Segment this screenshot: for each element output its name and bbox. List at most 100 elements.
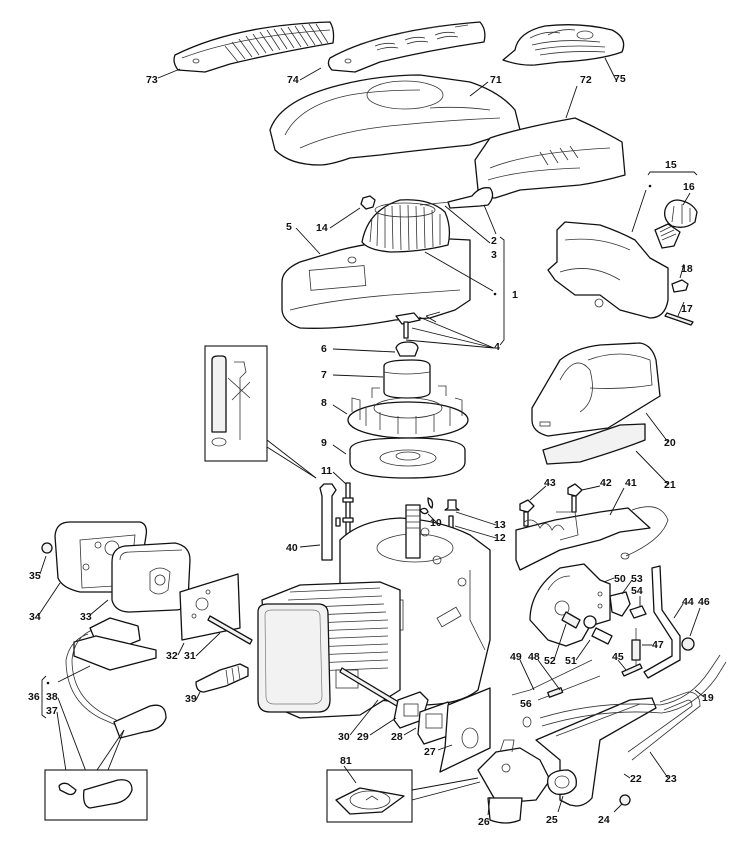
leader-23 bbox=[649, 751, 669, 779]
leader-12 bbox=[454, 525, 497, 539]
part-4-pawl-kit[interactable] bbox=[395, 312, 421, 339]
part-49-spring-rod[interactable] bbox=[511, 659, 593, 696]
part-7-starter-cup[interactable] bbox=[383, 359, 431, 399]
part-6-flywheel-nut[interactable] bbox=[395, 341, 419, 357]
label-27: 27 bbox=[424, 746, 436, 758]
part-39-spark-plug[interactable] bbox=[195, 663, 249, 693]
part-5-blower-housing[interactable] bbox=[281, 237, 471, 329]
leader-19 bbox=[694, 689, 705, 698]
label-31: 31 bbox=[184, 650, 196, 662]
part-45-bolt[interactable] bbox=[621, 663, 643, 677]
part-19-breather-tube[interactable] bbox=[539, 654, 727, 727]
leader-18 bbox=[679, 263, 685, 279]
leader-50 bbox=[603, 577, 615, 583]
part-9-flywheel[interactable] bbox=[349, 437, 466, 479]
part-23-hose[interactable] bbox=[627, 691, 701, 761]
label-50: 50 bbox=[614, 573, 626, 585]
part-14-nut[interactable] bbox=[360, 195, 376, 210]
leader-34 bbox=[37, 582, 61, 617]
leader-72 bbox=[565, 85, 578, 119]
label-6: 6 bbox=[321, 343, 327, 355]
part-15-fuel-tank[interactable] bbox=[547, 221, 669, 319]
part-75-round-cover[interactable] bbox=[502, 24, 625, 66]
label-22: 22 bbox=[630, 773, 642, 785]
part-18-screw[interactable] bbox=[671, 279, 689, 293]
part-17-pin[interactable] bbox=[664, 312, 694, 326]
part-15-filler-neck[interactable] bbox=[654, 223, 681, 249]
part-20-air-filter-cover[interactable] bbox=[531, 342, 661, 437]
leader-5 bbox=[295, 227, 321, 255]
label-28: 28 bbox=[391, 731, 403, 743]
part-54-screw[interactable] bbox=[629, 605, 647, 619]
label-56: 56 bbox=[520, 698, 532, 710]
label-12: 12 bbox=[494, 532, 506, 544]
leader-26 bbox=[487, 796, 491, 816]
part-16-fuel-cap[interactable] bbox=[664, 199, 698, 228]
leader-13 bbox=[455, 511, 497, 526]
asterisk-36 bbox=[46, 681, 50, 685]
part-51-screw[interactable] bbox=[583, 615, 613, 645]
part-33-muffler[interactable] bbox=[111, 542, 191, 613]
part-25-gasket[interactable] bbox=[547, 769, 577, 795]
part-27-heat-shield[interactable] bbox=[439, 687, 491, 773]
bracket-36 bbox=[41, 675, 47, 719]
asterisk-1 bbox=[493, 292, 497, 296]
part-46-nut[interactable] bbox=[681, 637, 695, 651]
part-38-plug-cap[interactable] bbox=[113, 704, 167, 739]
label-1: 1 bbox=[512, 289, 518, 301]
leader-41 bbox=[609, 487, 625, 516]
part-42-screw[interactable] bbox=[567, 483, 583, 513]
inset-plug-cap-detail bbox=[44, 769, 148, 821]
part-24-nut[interactable] bbox=[619, 794, 631, 806]
leader-75 bbox=[604, 57, 617, 81]
label-47: 47 bbox=[652, 639, 664, 651]
part-1-recoil-starter[interactable] bbox=[361, 199, 451, 253]
leader-35 bbox=[39, 555, 47, 575]
part-8-fan[interactable] bbox=[347, 385, 469, 439]
part-21-air-filter-element[interactable] bbox=[542, 423, 646, 465]
part-13-spacer[interactable] bbox=[444, 499, 460, 511]
part-40-oil-filler-tube[interactable] bbox=[319, 483, 341, 561]
label-2: 2 bbox=[491, 235, 497, 247]
leader-27 bbox=[437, 744, 453, 751]
leader-38 bbox=[57, 697, 91, 783]
label-10: 10 bbox=[430, 517, 442, 529]
label-16: 16 bbox=[683, 181, 695, 193]
bracket-15 bbox=[647, 171, 698, 176]
part-52-spacer[interactable] bbox=[561, 611, 581, 629]
label-49: 49 bbox=[510, 651, 522, 663]
part-36-ignition-coil[interactable] bbox=[65, 617, 157, 727]
part-44-governor-lever[interactable] bbox=[643, 565, 681, 679]
leader-24 bbox=[613, 803, 623, 813]
part-43-screw[interactable] bbox=[519, 499, 535, 527]
leader-7 bbox=[332, 374, 384, 378]
part-73-ribbed-cover[interactable] bbox=[173, 21, 335, 73]
part-48-link-rod[interactable] bbox=[537, 675, 601, 701]
leader-16 bbox=[682, 192, 691, 206]
part-32-muffler-gasket[interactable] bbox=[179, 573, 241, 641]
leader-3 bbox=[444, 205, 491, 244]
part-10-flywheel-key[interactable] bbox=[419, 507, 429, 515]
engine-block bbox=[257, 497, 491, 719]
part-56-clip[interactable] bbox=[522, 716, 532, 728]
leader-33 bbox=[89, 599, 109, 616]
part-74-slotted-cover[interactable] bbox=[327, 21, 486, 73]
leader-6 bbox=[332, 348, 396, 353]
leader-inset-a bbox=[266, 439, 317, 479]
label-15: 15 bbox=[665, 159, 677, 171]
part-35-nut[interactable] bbox=[41, 542, 53, 554]
part-2-starter-handle[interactable] bbox=[419, 187, 494, 209]
label-34: 34 bbox=[29, 611, 41, 623]
label-23: 23 bbox=[665, 773, 677, 785]
part-31-stud[interactable] bbox=[207, 615, 253, 645]
leader-1-star bbox=[424, 251, 494, 292]
label-46: 46 bbox=[698, 596, 710, 608]
leader-42 bbox=[581, 485, 601, 491]
part-53-clamp[interactable] bbox=[609, 591, 631, 617]
leader-49 bbox=[519, 659, 535, 691]
part-41-throttle-bracket[interactable] bbox=[515, 506, 669, 571]
part-26-carburettor[interactable] bbox=[477, 739, 551, 824]
leader-51 bbox=[575, 639, 591, 661]
part-47-spring[interactable] bbox=[631, 628, 641, 670]
asterisk-15 bbox=[648, 184, 652, 188]
